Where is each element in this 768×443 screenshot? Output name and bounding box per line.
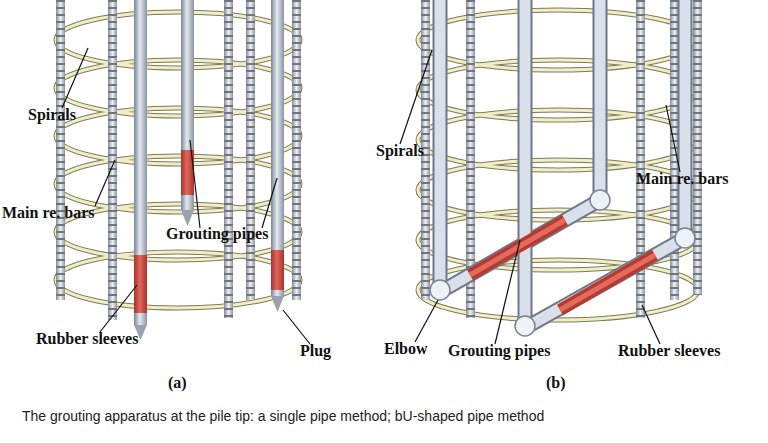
part-label: Spirals — [28, 106, 76, 124]
svg-polygon — [181, 210, 194, 226]
u-shaped-pipes-b — [430, 0, 695, 336]
svg-g — [56, 12, 300, 308]
part-label: Rubber sleeves — [618, 342, 720, 360]
svg-rect — [134, 0, 147, 325]
svg-rect — [693, 0, 702, 295]
svg-circle — [515, 316, 535, 336]
leader-lines — [62, 48, 680, 344]
part-label: Grouting pipes — [448, 342, 550, 360]
svg-line — [400, 50, 432, 144]
part-label: Elbow — [384, 340, 428, 358]
svg-line — [95, 160, 115, 206]
svg-line — [56, 0, 65, 300]
svg-line — [560, 255, 655, 310]
svg-line — [495, 240, 520, 344]
spirals-a — [56, 12, 300, 308]
svg-line — [693, 0, 702, 295]
grouting-pipes-a — [134, 0, 284, 340]
svg-path — [525, 0, 685, 328]
panel-label: (a) — [168, 374, 187, 392]
svg-circle — [590, 190, 610, 210]
svg-line — [470, 220, 565, 275]
svg-rect — [134, 255, 147, 313]
svg-g — [56, 12, 300, 308]
svg-line — [470, 220, 565, 275]
svg-polygon — [271, 296, 284, 312]
svg-ellipse — [56, 252, 300, 308]
svg-line — [246, 0, 255, 300]
svg-g — [430, 190, 695, 336]
svg-line — [108, 0, 117, 320]
svg-rect — [271, 250, 284, 290]
panel-label: (b) — [546, 374, 566, 392]
svg-line — [292, 0, 301, 300]
svg-line — [666, 105, 680, 172]
figure-caption: The grouting apparatus at the pile tip: … — [22, 408, 544, 425]
part-label: Grouting pipes — [166, 225, 268, 243]
svg-path — [525, 0, 685, 328]
svg-line — [224, 0, 233, 318]
svg-rect — [224, 0, 233, 318]
svg-line — [262, 178, 277, 228]
svg-rect — [181, 0, 194, 210]
svg-line — [642, 305, 660, 344]
svg-line — [415, 300, 438, 342]
part-label: Main re. bars — [2, 204, 95, 222]
svg-line — [283, 310, 310, 344]
part-label: Plug — [300, 342, 331, 360]
part-label: Spirals — [376, 142, 424, 160]
svg-line — [560, 255, 655, 310]
main-bars-a — [56, 0, 301, 320]
svg-g — [426, 0, 698, 318]
svg-line — [190, 140, 200, 228]
svg-rect — [108, 0, 117, 320]
svg-rect — [246, 0, 255, 300]
svg-circle — [675, 228, 695, 248]
svg-rect — [56, 0, 65, 300]
part-label: Rubber sleeves — [36, 330, 138, 348]
part-label: Main re. bars — [636, 170, 729, 188]
main-bars-b — [421, 0, 702, 318]
svg-line — [62, 48, 88, 108]
svg-rect — [271, 0, 284, 296]
svg-rect — [292, 0, 301, 300]
svg-g — [61, 0, 297, 320]
svg-circle — [430, 280, 450, 300]
svg-line — [100, 285, 137, 332]
